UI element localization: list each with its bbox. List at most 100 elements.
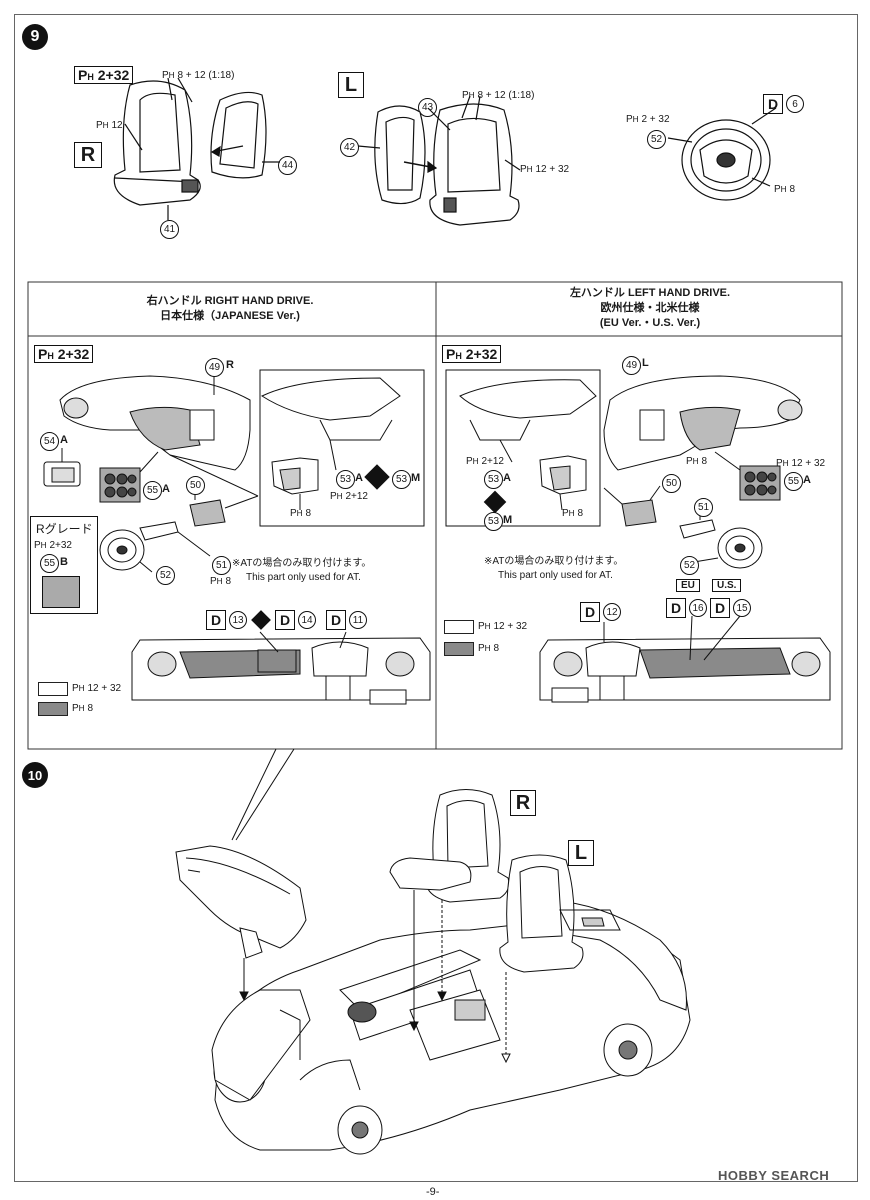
- rgrade-part-55: 55: [40, 554, 59, 573]
- lhd-paint: PH 2+32: [442, 345, 502, 363]
- rhd-legend-grey: [38, 702, 68, 716]
- wheel-paint-b: PH 8: [774, 184, 796, 195]
- rhd-part-51-label: 51: [215, 560, 228, 571]
- step10-r-box-label: R: [515, 791, 531, 814]
- rhd-part-53a-letter: A: [355, 472, 363, 484]
- wheel-paint-a-value: 2 + 32: [641, 114, 670, 125]
- rhd-paint-detail: PH 2+12: [330, 491, 368, 502]
- lhd-paint-8-a: PH 8: [562, 508, 584, 519]
- rhd-at-note-jp: ※ATの場合のみ取り付けます。: [232, 558, 372, 569]
- lhd-part-50: 50: [662, 474, 681, 493]
- seat-l-paint-side: PH 12 + 32: [520, 164, 570, 175]
- step9-paint-main-value: 2+32: [97, 67, 130, 83]
- wheel-decal-number: 6: [786, 95, 804, 113]
- page-border: [14, 14, 858, 1182]
- lhd-decal-16-num: 16: [689, 599, 707, 617]
- wheel-paint-a: PH 2 + 32: [626, 114, 670, 125]
- lhd-paint-detail: PH 2+12: [466, 456, 504, 467]
- seat-r-box: R: [74, 142, 102, 168]
- step9-paint-main: PH 2+32: [74, 66, 134, 84]
- rhd-legend-white: [38, 682, 68, 696]
- lhd-part-52-label: 52: [683, 560, 696, 571]
- lhd-legend-white-value: 12 + 32: [493, 621, 528, 632]
- rhd-part-49: 49: [205, 358, 224, 377]
- lhd-part-49-label: 49: [625, 360, 638, 371]
- rhd-decal-swap-icon: [251, 610, 271, 630]
- wheel-decal-letter: D: [763, 94, 783, 114]
- rhd-decal-d-b: D: [275, 610, 295, 630]
- rhd-heading-line2: 日本仕様（JAPANESE Ver.): [160, 310, 300, 322]
- lhd-paint-8-b: PH 8: [686, 456, 708, 467]
- seat-r-box-label: R: [80, 143, 96, 166]
- lhd-decal-d-b: D: [666, 598, 686, 618]
- rhd-part-55: 55: [143, 481, 162, 500]
- lhd-part-53a-label: 53: [487, 474, 500, 485]
- watermark: HOBBY SEARCH: [718, 1168, 830, 1183]
- step10-r-box: R: [510, 790, 536, 816]
- lhd-legend-white-label: PH 12 + 32: [478, 621, 528, 632]
- rhd-part-55-letter: A: [162, 483, 170, 495]
- lhd-part-53a-letter: A: [503, 472, 511, 484]
- step-10-number: 10: [27, 767, 43, 783]
- rhd-at-note-en: This part only used for AT.: [246, 572, 361, 583]
- lhd-part-51-label: 51: [697, 502, 710, 513]
- rhd-part-52-label: 52: [159, 570, 172, 581]
- rhd-legend-grey-value: 8: [87, 703, 94, 714]
- rhd-paint-detail-value: 2+12: [345, 491, 368, 502]
- seat-r-paint-top-value: 8 + 12 (1:18): [177, 70, 235, 81]
- page-number: -9-: [426, 1186, 440, 1198]
- rhd-part-54-label: 54: [43, 436, 56, 447]
- rgrade-part-55-letter: B: [60, 556, 68, 568]
- lhd-legend-grey-label: PH 8: [478, 643, 500, 654]
- seat-l-paint-top: PH 8 + 12 (1:18): [462, 90, 535, 101]
- rgrade-part-55-label: 55: [43, 558, 56, 569]
- lhd-decal-12-num: 12: [603, 603, 621, 621]
- rhd-at-paint-value: 8: [225, 576, 232, 587]
- lhd-part-49: 49: [622, 356, 641, 375]
- lhd-part-55: 55: [784, 472, 803, 491]
- lhd-eu-label: EU: [676, 579, 700, 592]
- lhd-paint-detail-value: 2+12: [481, 456, 504, 467]
- seat-l-paint-side-value: 12 + 32: [535, 164, 570, 175]
- rhd-decal-d-a: D: [206, 610, 226, 630]
- rhd-legend-grey-label: PH 8: [72, 703, 94, 714]
- rhd-part-51: 51: [212, 556, 231, 575]
- wheel-paint-b-value: 8: [789, 184, 796, 195]
- seat-l-paint-top-value: 8 + 12 (1:18): [477, 90, 535, 101]
- part-52-wheel-label: 52: [650, 134, 663, 145]
- seat-r-paint-top: PH 8 + 12 (1:18): [162, 70, 235, 81]
- rhd-paint-value: 2+32: [57, 346, 90, 362]
- rhd-part-49-label: 49: [208, 362, 221, 373]
- lhd-heading-line1: 左ハンドル LEFT HAND DRIVE.: [569, 287, 731, 299]
- part-52-wheel: 52: [647, 130, 666, 149]
- lhd-part-53m-label: 53: [487, 516, 500, 527]
- lhd-at-note-jp: ※ATの場合のみ取り付けます。: [484, 556, 624, 567]
- rhd-part-50: 50: [186, 476, 205, 495]
- rhd-part-53a: 53: [336, 470, 355, 489]
- rhd-dash-letter: R: [226, 359, 234, 371]
- rgrade-box: [30, 516, 98, 614]
- lhd-paint-8-b-value: 8: [701, 456, 708, 467]
- rgrade-paint-value: 2+32: [49, 540, 72, 551]
- part-41-label: 41: [163, 224, 176, 235]
- step-9-number: 9: [30, 28, 40, 45]
- rhd-at-paint: PH 8: [210, 576, 232, 587]
- lhd-legend-grey: [444, 642, 474, 656]
- lhd-part-53a: 53: [484, 470, 503, 489]
- lhd-part-51: 51: [694, 498, 713, 517]
- part-44-label: 44: [281, 160, 294, 171]
- part-41: 41: [160, 220, 179, 239]
- lhd-us-label: U.S.: [712, 579, 742, 592]
- rhd-part-55-label: 55: [146, 485, 159, 496]
- lhd-heading-line3: (EU Ver.・U.S. Ver.): [599, 317, 701, 329]
- lhd-at-note-en: This part only used for AT.: [498, 570, 613, 581]
- lhd-decal-d-c: D: [710, 598, 730, 618]
- rgrade-label: Rグレード: [36, 522, 93, 536]
- lhd-legend-grey-value: 8: [493, 643, 500, 654]
